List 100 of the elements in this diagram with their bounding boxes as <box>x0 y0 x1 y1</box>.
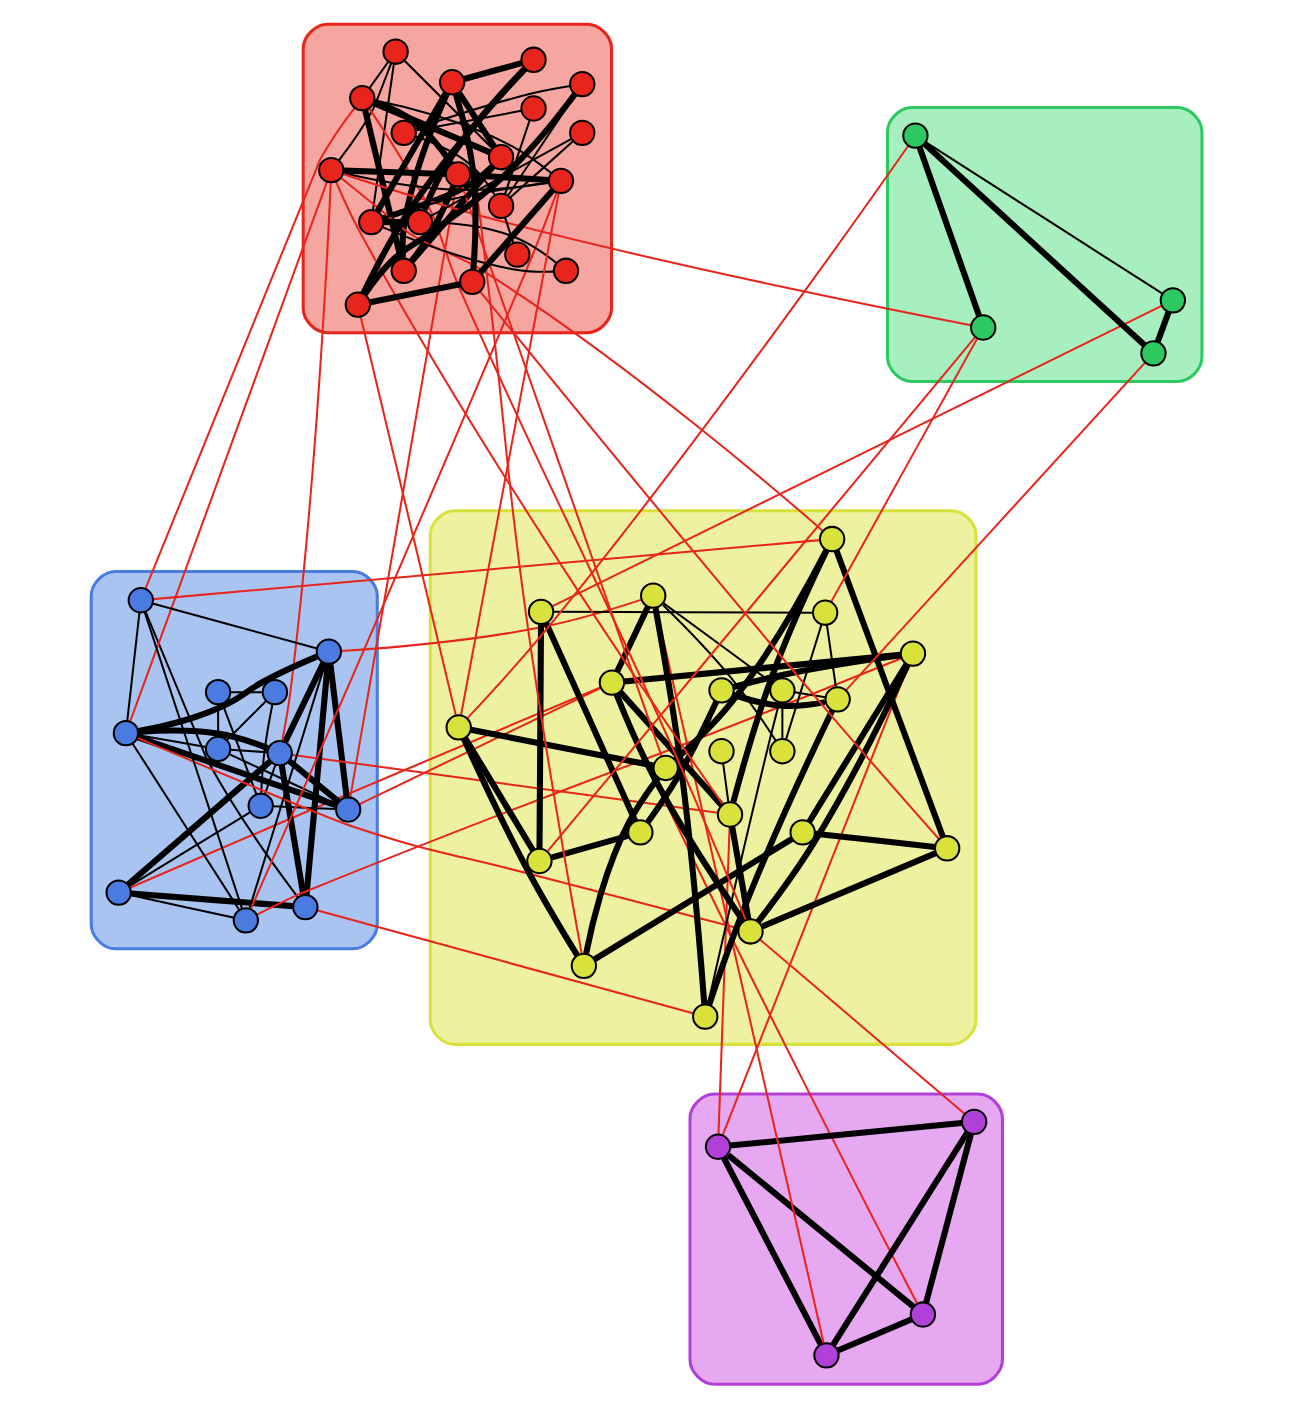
connector <box>136 736 739 930</box>
node-circle <box>266 739 293 767</box>
connector <box>415 109 522 132</box>
connector <box>830 337 979 603</box>
node-circle <box>127 587 154 614</box>
connector <box>836 1316 913 1354</box>
connector <box>382 164 495 222</box>
node-circle <box>818 525 846 553</box>
connector <box>618 690 724 808</box>
connector <box>263 764 277 795</box>
connector <box>382 181 549 219</box>
connector <box>368 61 389 89</box>
connector <box>281 182 332 742</box>
connector <box>131 894 234 919</box>
connector <box>153 539 820 601</box>
node-circle <box>358 208 385 236</box>
connector <box>463 60 523 82</box>
node-circle <box>716 801 744 828</box>
connector <box>273 805 336 811</box>
connector <box>368 107 747 920</box>
connector <box>343 167 446 178</box>
connector <box>226 700 267 742</box>
connector <box>553 610 813 614</box>
cluster <box>301 22 614 335</box>
connector <box>248 663 327 909</box>
connector <box>143 612 243 909</box>
node-circle <box>105 879 132 906</box>
connector <box>460 193 560 716</box>
connector <box>359 687 602 805</box>
connector <box>369 281 461 306</box>
connector <box>478 188 556 275</box>
connector <box>144 107 356 590</box>
node-circle <box>811 599 839 626</box>
node-circle <box>390 257 417 284</box>
cluster <box>688 1092 1004 1386</box>
connector <box>830 1130 970 1347</box>
connector <box>1154 311 1172 343</box>
connector <box>721 665 910 1135</box>
connector <box>550 832 629 861</box>
connector <box>382 226 554 273</box>
node-circle <box>526 847 553 875</box>
node-circle <box>789 819 816 846</box>
connector <box>260 704 274 793</box>
node-circle <box>569 119 596 147</box>
connector <box>732 652 902 690</box>
node-circle <box>547 167 575 195</box>
connector <box>755 663 911 924</box>
connector <box>729 1120 963 1149</box>
connector <box>138 653 318 735</box>
node-circle <box>970 314 997 341</box>
node-circle <box>390 119 417 147</box>
connector <box>256 657 902 916</box>
connector <box>583 776 661 954</box>
node-circle <box>652 754 679 782</box>
node-circle <box>570 952 598 980</box>
connector <box>292 753 718 814</box>
connector <box>536 624 545 849</box>
cluster <box>89 569 379 951</box>
connector <box>761 850 937 930</box>
node-circle <box>1140 340 1167 367</box>
node-circle <box>335 796 362 823</box>
connector <box>509 140 574 199</box>
node-circle <box>204 735 232 763</box>
connector <box>614 605 651 673</box>
connector <box>374 99 552 174</box>
connector <box>126 758 273 887</box>
connector <box>652 607 708 1005</box>
connector <box>343 172 549 191</box>
node-circle <box>487 144 515 171</box>
connector <box>470 726 654 769</box>
connector <box>721 1156 824 1346</box>
node-circle <box>112 719 140 747</box>
connector <box>456 91 497 149</box>
connector <box>825 624 837 687</box>
connector <box>374 91 449 213</box>
connector <box>372 63 395 211</box>
node-circle <box>708 738 735 765</box>
connector <box>794 691 826 699</box>
connector <box>250 192 558 910</box>
node-circle <box>527 598 555 625</box>
node-circle <box>438 69 466 96</box>
node-circle <box>598 669 626 696</box>
connector <box>126 612 141 721</box>
node-circle <box>487 192 515 220</box>
connector <box>152 602 318 650</box>
connector <box>372 100 491 155</box>
node-circle <box>520 95 547 122</box>
connector <box>360 66 528 295</box>
connector <box>654 607 825 1344</box>
connector <box>923 1133 974 1304</box>
node-circle <box>769 677 796 704</box>
node-circle <box>704 1133 732 1160</box>
node-circle <box>813 1342 840 1369</box>
connector <box>726 1152 915 1309</box>
connector <box>543 622 639 823</box>
node-circle <box>520 46 547 73</box>
connector <box>327 664 350 798</box>
connector <box>466 145 910 720</box>
node-circle <box>261 679 289 706</box>
connector <box>623 651 901 685</box>
